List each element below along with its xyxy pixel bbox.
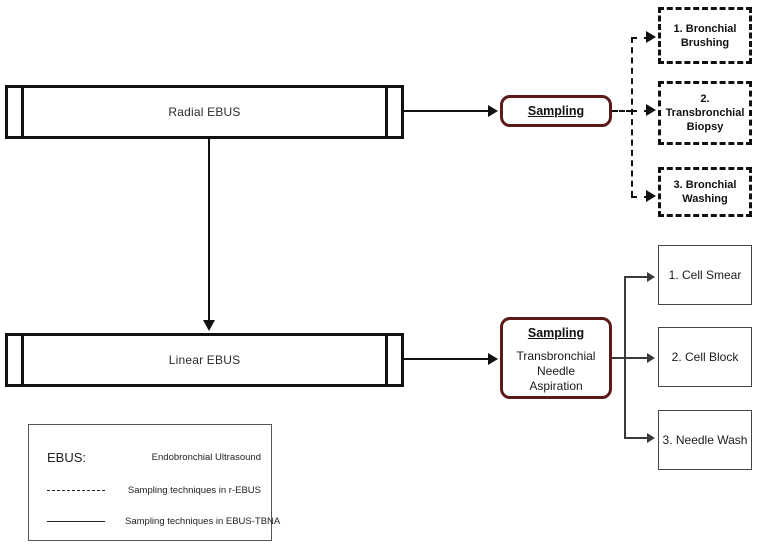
legend-key-dashed [47,489,125,491]
radial-outcome-2-line-1: 2. [700,93,710,105]
solid-branch-linear-2 [624,357,650,359]
radial-ebus-node[interactable]: Radial EBUS [5,85,404,139]
dashed-branch-radial-1 [631,37,650,39]
linear-ebus-label: Linear EBUS [168,353,241,367]
connector-radial-to-sampling-arrowhead [488,105,498,117]
linear-sampling-title: Sampling [527,326,585,340]
legend-key-abbr: EBUS: [47,450,125,465]
dashed-branch-radial-1-arrowhead [646,31,656,43]
linear-outcome-1-label: 1. Cell Smear [668,267,742,282]
connector-linear-to-sampling [404,358,490,360]
radial-sampling-node[interactable]: Sampling [500,95,612,127]
radial-outcome-1-line-2: Brushing [680,36,730,49]
linear-sampling-body-line-1: Transbronchial [516,349,596,363]
radial-outcome-1-line-1: 1. Bronchial [673,22,737,35]
radial-ebus-body: Radial EBUS [24,88,385,136]
dashed-stub-from-radial-sampling [612,110,632,112]
radial-ebus-right-cap [385,88,401,136]
solid-branch-linear-2-arrowhead [647,353,655,363]
linear-sampling-body-line-2: Needle [536,364,576,378]
linear-ebus-right-cap [385,336,401,384]
radial-outcome-3-line-2: Washing [682,193,728,205]
linear-outcome-3-label: 3. Needle Wash [662,432,748,447]
connector-radial-to-linear-arrowhead [203,320,215,331]
linear-ebus-node[interactable]: Linear EBUS [5,333,404,387]
dashed-branch-radial-3-arrowhead [646,190,656,202]
linear-ebus-body: Linear EBUS [24,336,385,384]
connector-radial-to-linear [208,139,210,322]
radial-outcome-2-line-2: Transbronchial [665,107,745,119]
radial-outcome-2-line-3: Biopsy [686,121,724,133]
radial-outcome-3-line-1: 3. Bronchial [673,179,737,191]
linear-outcome-2-label: 2. Cell Block [671,349,739,364]
legend-text-dashed: Sampling techniques in r-EBUS [127,484,261,496]
legend-key-solid [47,520,125,522]
solid-line-swatch-icon [47,520,105,522]
dashed-line-swatch-icon [47,489,105,491]
connector-radial-to-sampling [404,110,490,112]
dashed-branch-radial-3 [631,196,650,198]
linear-outcome-cell-block[interactable]: 2. Cell Block [658,327,752,387]
linear-sampling-body-line-3: Aspiration [529,379,583,393]
legend-row-solid: Sampling techniques in EBUS-TBNA [29,512,280,530]
dashed-trunk-radial [631,37,633,197]
legend-text-solid: Sampling techniques in EBUS-TBNA [125,515,281,527]
linear-outcome-cell-smear[interactable]: 1. Cell Smear [658,245,752,305]
legend-row-dashed: Sampling techniques in r-EBUS [29,481,271,499]
legend: EBUS: Endobronchial Ultrasound Sampling … [28,424,280,541]
dashed-branch-radial-2-arrowhead [646,104,656,116]
legend-row-abbreviation: EBUS: Endobronchial Ultrasound [29,448,271,466]
legend-abbr-ebus: EBUS: [47,449,87,465]
linear-outcome-needle-wash[interactable]: 3. Needle Wash [658,410,752,470]
dashed-branch-radial-2 [631,110,650,112]
radial-sampling-title: Sampling [527,104,585,118]
solid-branch-linear-1-arrowhead [647,272,655,282]
radial-ebus-left-cap [8,88,24,136]
solid-branch-linear-3 [624,437,650,439]
solid-stub-from-linear-sampling [612,357,634,359]
linear-ebus-left-cap [8,336,24,384]
solid-branch-linear-3-arrowhead [647,433,655,443]
solid-branch-linear-1 [624,276,650,278]
legend-text-abbr: Endobronchial Ultrasound [151,451,261,463]
connector-linear-to-sampling-arrowhead [488,353,498,365]
radial-ebus-label: Radial EBUS [168,105,241,119]
